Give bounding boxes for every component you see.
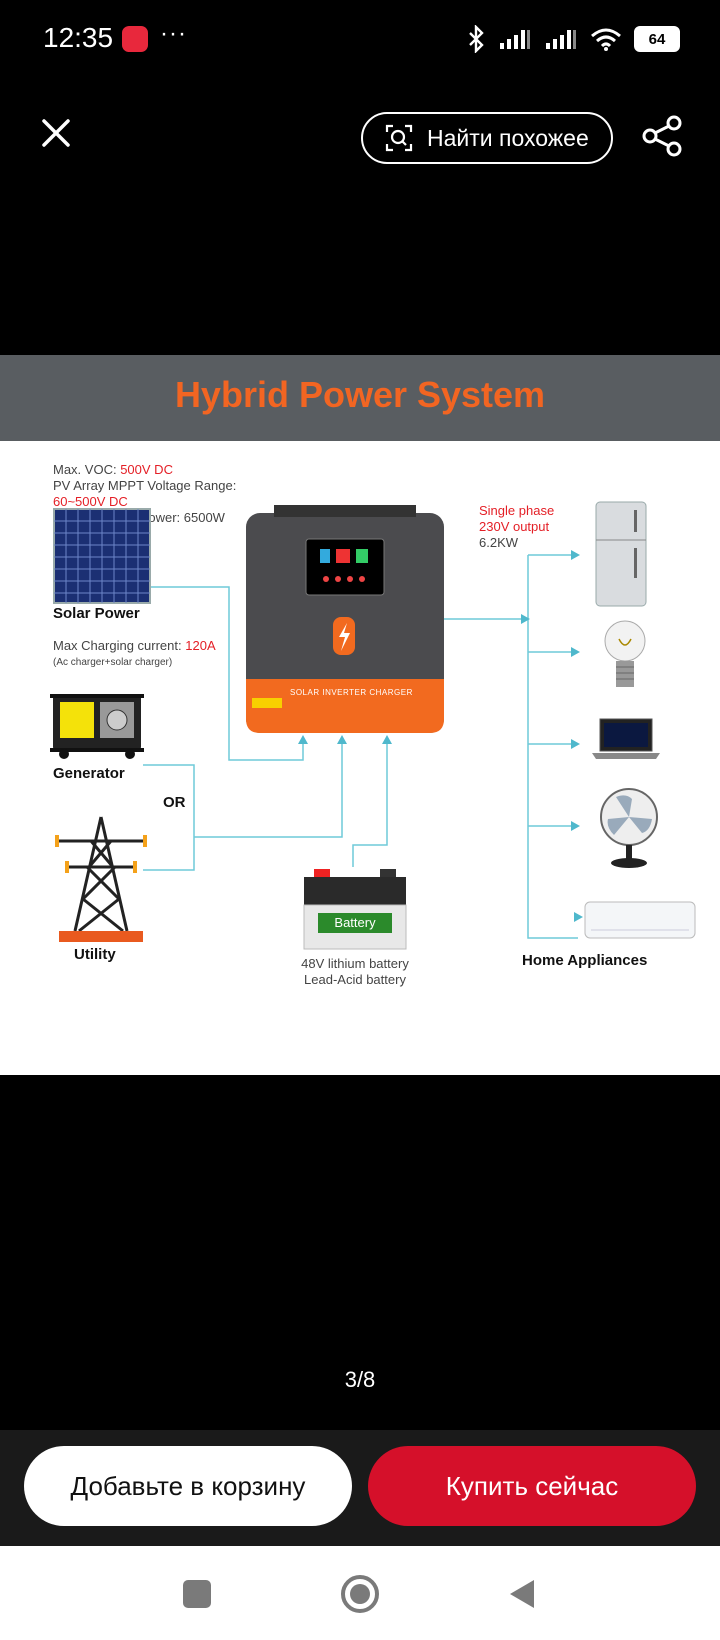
laptop-icon [592,718,660,759]
share-icon[interactable] [640,114,684,158]
recent-apps-icon[interactable] [182,1579,212,1609]
action-bar: Добавьте в корзину Купить сейчас [0,1430,720,1546]
product-image[interactable]: Hybrid Power System Max. VOC: 500V DC PV… [0,355,720,1075]
more-notifications-icon: ··· [160,20,187,47]
battery-label: Battery [334,915,376,930]
mppt-label: PV Array MPPT Voltage Range: [53,478,237,493]
viewer-toolbar: Найти похожее [0,100,720,180]
inverter-caption: SOLAR INVERTER CHARGER [290,688,413,697]
wifi-icon [591,28,621,51]
signal-icon [500,30,530,49]
light-bulb-icon [604,620,646,687]
back-icon[interactable] [506,1578,538,1610]
charging-value: 120A [185,638,216,653]
battery-line1: 48V lithium battery [301,956,409,971]
power-tower-icon [55,816,147,942]
image-title-bar: Hybrid Power System [0,355,720,441]
generator-label: Generator [53,765,125,782]
charging-note: (Ac charger+solar charger) [53,657,173,668]
status-bar: 12:35 ··· 64 [0,0,720,80]
home-appliances-label: Home Appliances [522,952,648,969]
output-line2: 230V output [479,519,550,534]
output-spec: Single phase 230V output 6.2KW [479,503,554,551]
output-line1: Single phase [479,503,555,518]
car-battery-icon [303,869,407,950]
image-counter: 3/8 [344,1367,376,1392]
image-search-icon [385,124,413,152]
voc-value: 500V DC [120,462,173,477]
battery-spec: 48V lithium battery Lead-Acid battery [290,956,420,988]
battery-indicator: 64 [634,26,680,52]
fan-icon [600,788,658,868]
system-nav-bar [0,1546,720,1640]
find-similar-label: Найти похожее [427,124,589,151]
buy-now-button[interactable]: Купить сейчас [368,1446,696,1526]
bluetooth-icon [469,25,484,53]
status-time: 12:35 [43,22,114,53]
image-title: Hybrid Power System [174,374,546,415]
home-icon[interactable] [340,1574,380,1614]
charging-label: Max Charging current: [53,638,182,653]
output-line3: 6.2KW [479,535,519,550]
air-conditioner-icon [584,901,696,939]
voc-label: Max. VOC: [53,462,117,477]
add-to-cart-button[interactable]: Добавьте в корзину [24,1446,352,1526]
generator-icon [50,694,144,759]
solar-power-label: Solar Power [53,605,140,622]
utility-label: Utility [74,946,116,963]
refrigerator-icon [595,501,647,607]
signal-icon-2 [546,30,576,49]
or-label: OR [163,794,186,811]
close-icon[interactable] [36,113,76,153]
shopping-app-icon [122,26,148,52]
inverter-icon [246,505,444,733]
battery-line2: Lead-Acid battery [304,972,406,987]
solar-panel-icon [53,508,151,604]
find-similar-button[interactable]: Найти похожее [361,112,613,164]
charging-spec: Max Charging current: 120A [53,638,216,654]
connection-lines [143,550,583,939]
mppt-value: 60~500V DC [53,494,128,509]
